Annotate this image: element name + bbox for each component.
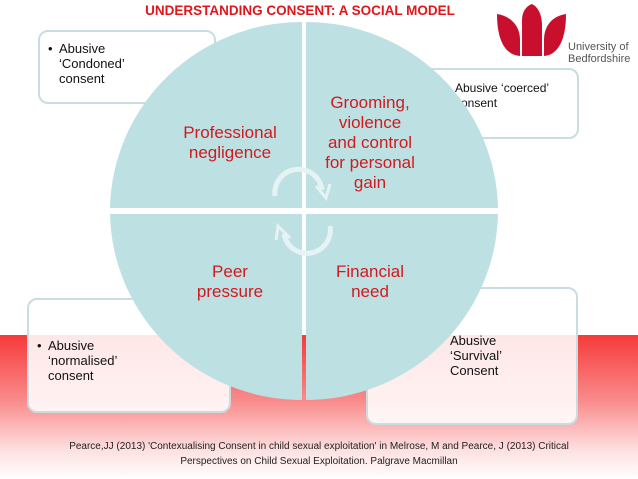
segment-line: need — [351, 282, 389, 301]
citation-line: Perspectives on Child Sexual Exploitatio… — [180, 456, 458, 467]
box-line: ‘normalised’ — [48, 353, 118, 368]
segment-line: for personal — [325, 153, 415, 172]
segment-line: pressure — [196, 282, 264, 301]
segment-line: violence — [338, 113, 402, 132]
bullet: • — [48, 41, 53, 56]
box-line: Abusive — [450, 333, 497, 348]
box-line: Abusive — [59, 41, 106, 56]
page-title: UNDERSTANDING CONSENT: A SOCIAL MODEL — [145, 3, 455, 18]
segment-line: Grooming, — [330, 93, 410, 112]
segment-line: and control — [327, 133, 413, 152]
box-line: ‘Survival’ — [450, 348, 503, 363]
segment-line: Professional — [183, 123, 277, 142]
segment-line: gain — [353, 173, 387, 192]
logo-text: University of Bedfordshire — [568, 41, 630, 65]
box-line: Consent — [450, 363, 499, 378]
box-line: ‘Condoned’ — [59, 56, 125, 71]
box-line: Abusive — [48, 338, 95, 353]
segment-label-professional-negligence: Professional negligence — [170, 123, 290, 163]
segment-label-grooming: Grooming, violence and control for perso… — [310, 93, 430, 193]
segment-top-left — [110, 21, 302, 208]
bullet: • — [37, 338, 42, 353]
segment-bottom-left — [110, 214, 302, 400]
segment-line: Financial — [335, 262, 405, 281]
university-logo-icon — [497, 4, 566, 56]
segment-line: Peer — [212, 262, 248, 281]
segment-line: negligence — [188, 143, 272, 162]
cycle-arrows-icon — [272, 166, 333, 256]
citation-line: Pearce,JJ (2013) 'Contexualising Consent… — [69, 441, 569, 452]
citation: Pearce,JJ (2013) 'Contexualising Consent… — [0, 439, 638, 469]
segment-label-peer-pressure: Peer pressure — [170, 262, 290, 302]
logo-line: Bedfordshire — [568, 53, 631, 65]
box-condoned-consent: • Abusive ‘Condoned’ consent — [38, 30, 216, 104]
logo-line: University of — [568, 41, 629, 53]
segment-label-financial-need: Financial need — [310, 262, 430, 302]
box-line: consent — [59, 71, 105, 86]
segment-top-right — [306, 21, 498, 208]
box-line: consent — [48, 368, 94, 383]
segment-bottom-right — [306, 214, 498, 400]
box-line: Abusive ‘coerced’ — [455, 81, 550, 95]
